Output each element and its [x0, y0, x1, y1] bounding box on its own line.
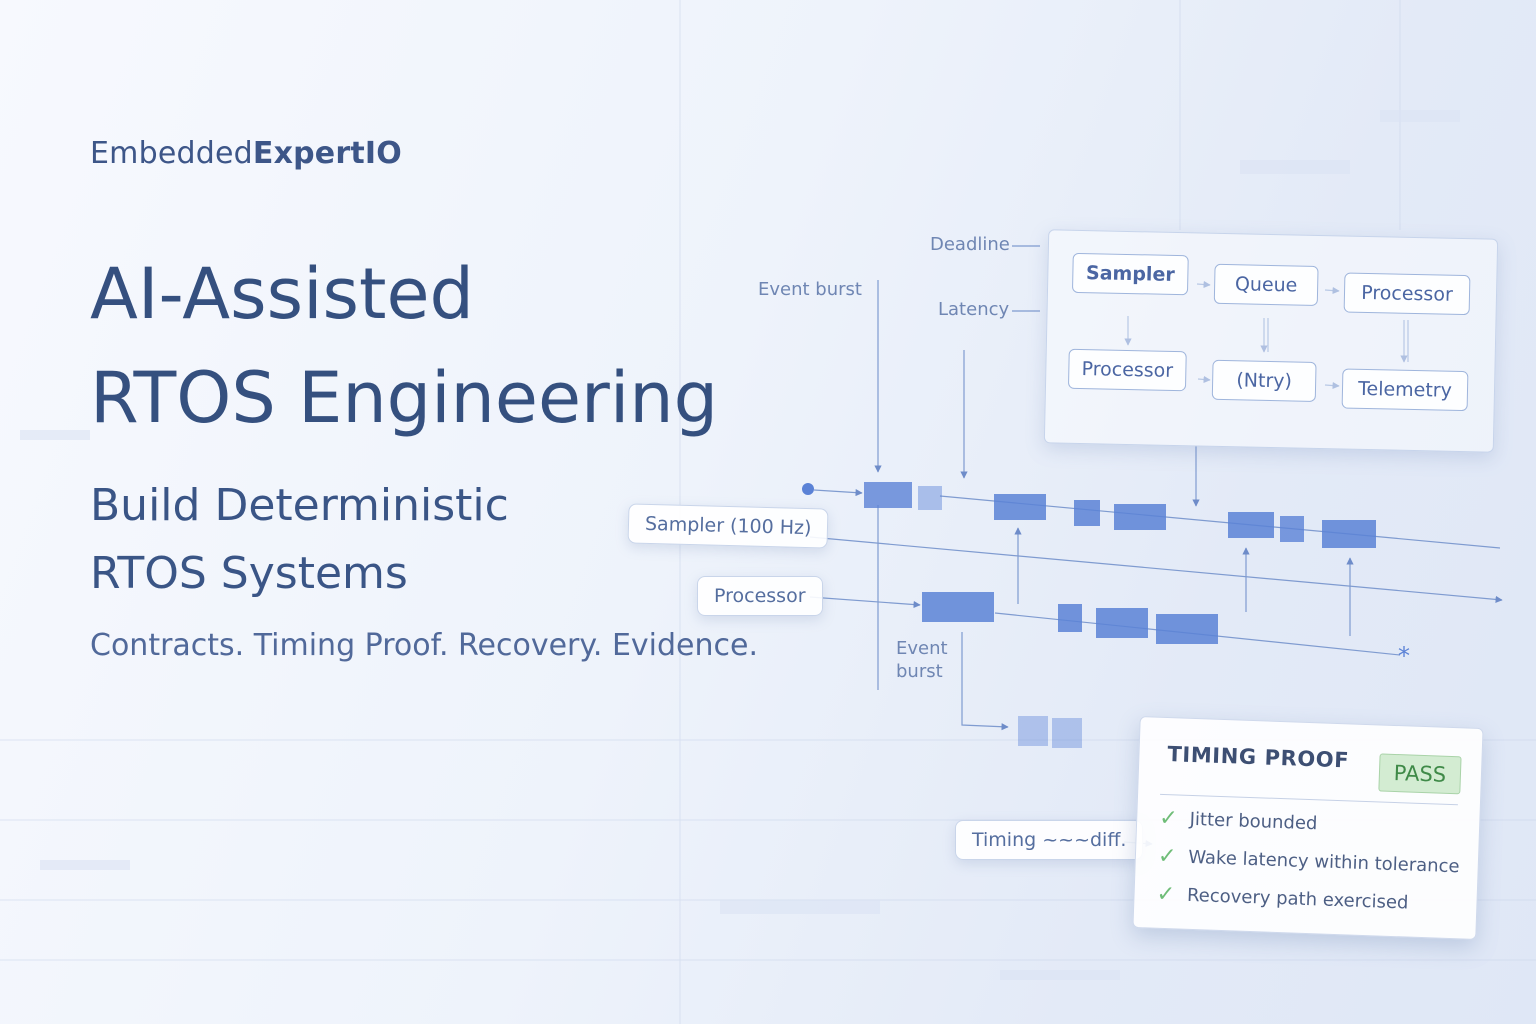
event-burst-label-top: Event burst: [758, 279, 862, 300]
check-item: ✓ Wake latency within tolerance: [1157, 843, 1460, 878]
asterisk-icon: *: [1398, 642, 1410, 670]
flow-node-retry[interactable]: (Ntry): [1211, 359, 1317, 402]
title-line-2: RTOS Engineering: [90, 357, 719, 439]
deadline-label: Deadline: [930, 234, 1010, 255]
subtitle: Build Deterministic RTOS Systems: [90, 472, 509, 608]
flow-node-queue[interactable]: Queue: [1213, 263, 1319, 306]
event-burst-line-1: Event: [896, 638, 948, 659]
lane-label-processor[interactable]: Processor: [697, 576, 823, 616]
subtitle-line-2: RTOS Systems: [90, 548, 408, 599]
page-title: AI-Assisted RTOS Engineering: [90, 242, 718, 450]
check-icon: ✓: [1156, 881, 1176, 907]
subtitle-line-1: Build Deterministic: [90, 480, 509, 531]
brand-suffix: ExpertIO: [252, 136, 402, 171]
check-label: Jitter bounded: [1189, 808, 1318, 835]
flow-node-telemetry[interactable]: Telemetry: [1341, 368, 1469, 412]
check-item: ✓ Recovery path exercised: [1156, 881, 1409, 914]
flow-node-sampler[interactable]: Sampler: [1071, 252, 1189, 296]
proof-title: TIMING PROOF: [1167, 742, 1350, 773]
timing-diff-pill[interactable]: Timing ~~~diff.: [955, 820, 1144, 860]
latency-label: Latency: [938, 299, 1010, 320]
title-line-1: AI-Assisted: [90, 253, 474, 335]
check-item: ✓ Jitter bounded: [1158, 805, 1318, 835]
pass-badge: PASS: [1378, 753, 1462, 795]
event-burst-label-bottom: Event burst: [896, 637, 948, 683]
lane-label-sampler[interactable]: Sampler (100 Hz): [627, 503, 829, 549]
task-flow-panel: Sampler Queue Processor Processor (Ntry)…: [1043, 229, 1499, 453]
brand-logo: EmbeddedExpertIO: [90, 136, 402, 171]
flow-node-processor-2[interactable]: Processor: [1067, 348, 1187, 392]
check-label: Recovery path exercised: [1186, 884, 1409, 914]
brand-prefix: Embedded: [90, 136, 253, 171]
check-icon: ✓: [1158, 805, 1179, 831]
timing-proof-card: TIMING PROOF PASS ✓ Jitter bounded ✓ Wak…: [1132, 716, 1484, 940]
tagline: Contracts. Timing Proof. Recovery. Evide…: [90, 628, 758, 663]
check-icon: ✓: [1157, 843, 1177, 869]
event-burst-line-2: burst: [896, 661, 943, 682]
flow-node-processor[interactable]: Processor: [1343, 272, 1471, 316]
check-label: Wake latency within tolerance: [1187, 846, 1460, 878]
proof-divider: [1160, 793, 1458, 806]
